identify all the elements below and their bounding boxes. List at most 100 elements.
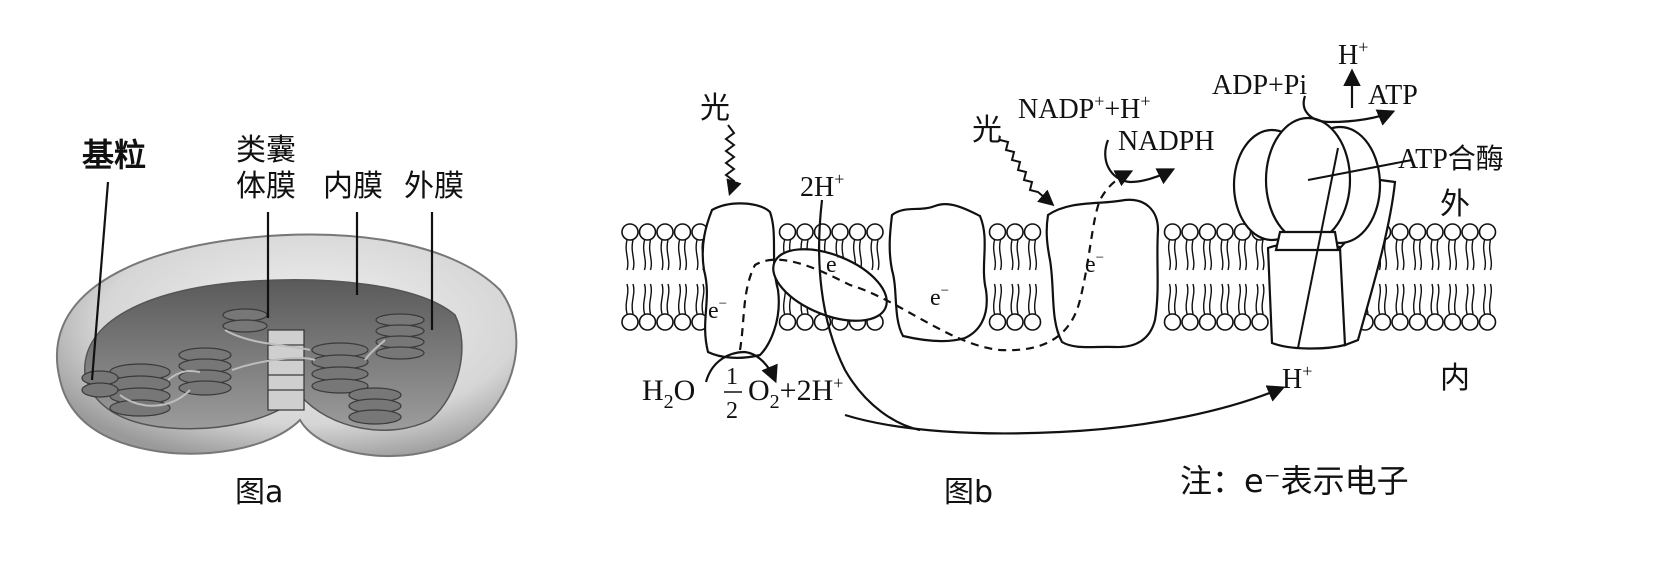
atp-synthase-neck [1274, 230, 1340, 252]
lipid-tail [695, 239, 699, 271]
lipid-head [1426, 223, 1444, 241]
lipid-head [621, 313, 639, 331]
light-label-2: 光 [972, 113, 1002, 148]
half-denominator: 2 [726, 398, 738, 424]
lipid-tail [1027, 239, 1032, 271]
cytochrome-complex [888, 203, 988, 343]
lipid-head [1443, 223, 1462, 241]
lipid-head [1408, 313, 1427, 331]
half-numerator: 1 [726, 364, 738, 390]
atp-formation-arrow [1302, 95, 1396, 126]
oxygen-label: O2+2H+ [748, 373, 843, 413]
lipid-tail [625, 283, 629, 315]
photosystem-ii [701, 202, 780, 359]
proton-gradient-arrow [844, 385, 1286, 435]
lipid-head [673, 223, 692, 241]
inner-membrane-label: 内膜 [323, 169, 383, 204]
water-label: H2O [642, 374, 695, 413]
nadp-reduction-arrow [1104, 139, 1176, 185]
proton-pump-line [818, 199, 921, 432]
lipid-tail [642, 239, 647, 271]
lipid-tail [1453, 283, 1458, 315]
note-text: 注：e⁻表示电子 [1180, 462, 1409, 500]
lipid-tail [666, 239, 670, 271]
granum-stack [81, 370, 119, 398]
light-arrow-1 [724, 124, 742, 197]
lipid-tail [1447, 239, 1452, 271]
proton-flow-through-synthase [1297, 147, 1339, 349]
lipid-tail [1412, 283, 1417, 315]
lipid-head [1251, 313, 1269, 331]
lipid-head [1478, 223, 1497, 241]
lipid-tail [992, 239, 997, 271]
lipid-tail [1167, 283, 1172, 315]
lipid-tail [1237, 283, 1242, 315]
lipid-tail [998, 239, 1003, 271]
light-arrow-2 [999, 139, 1055, 207]
lipid-head [1373, 313, 1392, 331]
lipid-head [1461, 223, 1479, 241]
phospholipid-bilayer [621, 223, 1497, 331]
grana-stacks [81, 308, 425, 425]
lipid-tail [876, 239, 880, 271]
lipid-tail [631, 283, 635, 315]
lipid-tail [1453, 239, 1458, 271]
granum-stack [222, 308, 268, 333]
atp-synthase-label: ATP合酶 [1398, 143, 1504, 175]
lipid-tail [1033, 239, 1038, 271]
electron-label-cyt: e− [930, 283, 949, 311]
lipid-tail [683, 239, 688, 271]
lipid-tail [660, 283, 664, 315]
lipid-tail [648, 283, 653, 315]
water-splitting-arrow [704, 350, 778, 384]
lipid-tail [1010, 283, 1014, 315]
lipid-tail [666, 283, 670, 315]
stroma-lamellae [119, 329, 386, 407]
lipid-tail [1465, 283, 1469, 315]
lipid-tail [1237, 239, 1242, 271]
electron-flow-path [738, 170, 1134, 352]
lipid-head [673, 313, 692, 331]
chloroplast-illustration [55, 233, 518, 458]
adp-pi-label: ADP+Pi [1212, 70, 1307, 101]
lipid-tail [625, 239, 629, 271]
lipid-head [1216, 223, 1234, 241]
lipid-tail [1401, 283, 1405, 315]
lipid-tail [1191, 283, 1195, 315]
lipid-tail [1185, 239, 1189, 271]
lipid-tail [1033, 283, 1038, 315]
inside-label: 内 [1440, 361, 1470, 396]
thylakoid-membrane-label-line1: 类囊 [236, 133, 296, 168]
lipid-head [656, 313, 674, 331]
lipid-tail [1173, 239, 1178, 271]
lipid-tail [1395, 283, 1399, 315]
lipid-head [796, 223, 814, 241]
light-label-1: 光 [700, 91, 730, 126]
lipid-tail [1436, 239, 1440, 271]
lipid-tail [1016, 239, 1020, 271]
lipid-tail [992, 283, 997, 315]
lipid-head [1181, 223, 1199, 241]
nadph-label: NADPH [1118, 126, 1214, 157]
lipid-head [988, 223, 1007, 241]
lipid-tail [1185, 283, 1189, 315]
lipid-tail [1465, 239, 1469, 271]
lipid-tail [1208, 283, 1213, 315]
lipid-head [778, 313, 797, 331]
lipid-tail [1430, 283, 1434, 315]
lipid-tail [1430, 239, 1434, 271]
lipid-tail [631, 239, 635, 271]
lipid-tail [1471, 283, 1475, 315]
lipid-head [988, 313, 1007, 331]
lipid-tail [1027, 283, 1032, 315]
lipid-head [1391, 313, 1409, 331]
lipid-tail [1488, 283, 1493, 315]
atp-label: ATP [1368, 80, 1418, 111]
lipid-tail [648, 239, 653, 271]
lipid-tail [1383, 283, 1388, 315]
lipid-tail [1377, 283, 1382, 315]
lipid-head [1391, 223, 1409, 241]
outer-membrane-label: 外膜 [404, 169, 464, 204]
lipid-tail [1243, 239, 1248, 271]
lipid-tail [1401, 239, 1405, 271]
